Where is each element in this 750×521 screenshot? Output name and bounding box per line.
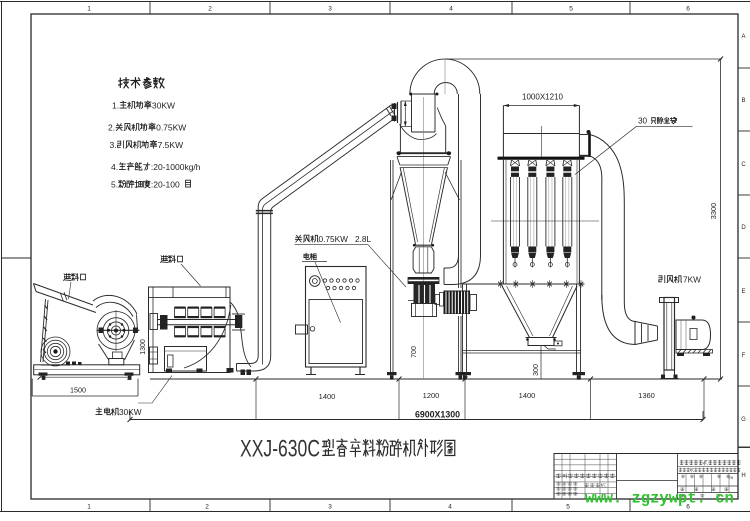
svg-text:5: 5 [566, 504, 570, 511]
svg-text:2.8L: 2.8L [355, 234, 372, 244]
svg-text:3: 3 [328, 6, 332, 13]
svg-text:2: 2 [205, 504, 209, 511]
svg-text:2.: 2. [108, 123, 115, 133]
svg-text:1: 1 [87, 6, 91, 13]
svg-text:7.5KW: 7.5KW [158, 140, 184, 150]
svg-text:G: G [741, 417, 746, 423]
svg-text:1400: 1400 [319, 392, 336, 401]
svg-text:30KW: 30KW [119, 407, 142, 417]
svg-text:D: D [741, 225, 746, 231]
svg-text:4.: 4. [111, 162, 118, 172]
svg-text:0.75KW: 0.75KW [156, 123, 186, 133]
svg-text:700: 700 [411, 346, 418, 358]
svg-text:H: H [741, 473, 745, 479]
svg-text:3: 3 [328, 504, 332, 511]
svg-text:6: 6 [686, 504, 690, 511]
svg-text:B: B [741, 98, 745, 104]
svg-text:30: 30 [638, 117, 648, 126]
svg-text:5.: 5. [111, 180, 118, 190]
svg-text:F: F [742, 353, 746, 359]
svg-text:6900X1300: 6900X1300 [415, 410, 460, 420]
svg-text:76: 76 [729, 475, 734, 480]
svg-text:4: 4 [449, 6, 453, 13]
svg-text:3300: 3300 [709, 203, 718, 220]
svg-text:3.: 3. [110, 140, 117, 150]
svg-text:7KW: 7KW [683, 275, 701, 285]
svg-text:C: C [741, 162, 746, 168]
svg-text:2: 2 [208, 6, 212, 13]
svg-text:5: 5 [569, 6, 573, 13]
svg-text::20-100: :20-100 [151, 180, 180, 190]
svg-text:1200: 1200 [423, 391, 440, 400]
svg-text:www. zgzywpt. cn: www. zgzywpt. cn [585, 490, 734, 508]
svg-text:1500: 1500 [70, 386, 86, 395]
svg-text:300: 300 [533, 364, 540, 376]
svg-text:1000X1210: 1000X1210 [522, 93, 563, 102]
svg-text::20-1000kg/h: :20-1000kg/h [151, 162, 201, 172]
svg-text:30KW: 30KW [152, 101, 175, 111]
svg-text:1400: 1400 [519, 391, 536, 400]
svg-text:0.75KW: 0.75KW [319, 234, 349, 244]
svg-text:6: 6 [686, 6, 690, 13]
svg-text:1: 1 [87, 504, 91, 511]
svg-text:E: E [741, 289, 745, 295]
svg-text:1300: 1300 [140, 339, 147, 355]
svg-text:XXJ-630C: XXJ-630C [240, 436, 320, 463]
svg-text:1360: 1360 [638, 391, 655, 400]
svg-text:4: 4 [448, 504, 452, 511]
svg-text:1.: 1. [112, 101, 119, 111]
svg-text:A: A [741, 34, 745, 40]
